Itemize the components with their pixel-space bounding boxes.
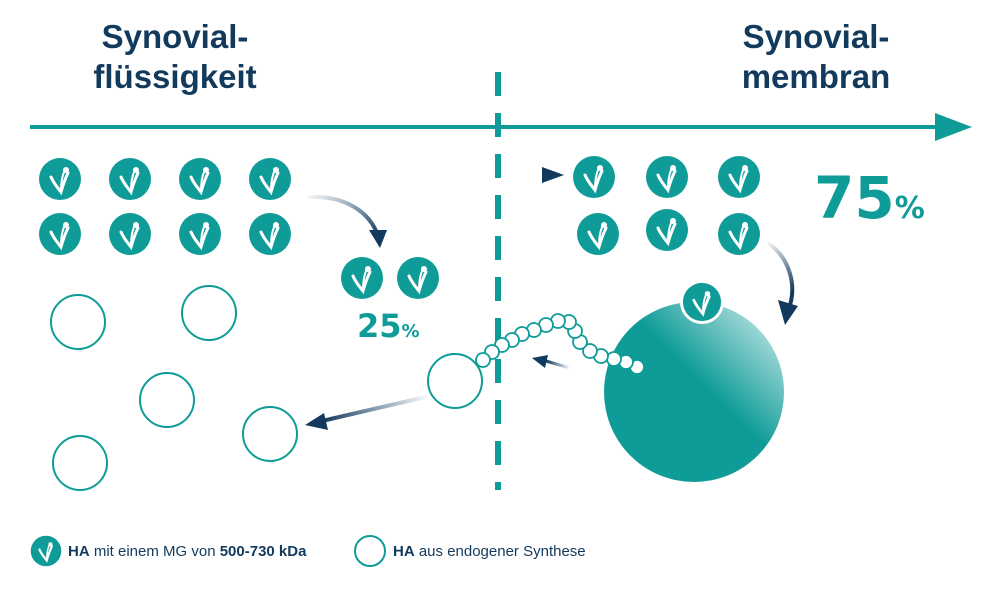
- membrane-percentage-value: 75: [814, 164, 895, 232]
- hollow-ring-icon: [181, 285, 237, 341]
- leaf-badge-icon: [248, 157, 292, 201]
- leaf-badge-icon: [645, 155, 689, 199]
- fluid-header-line1: Synovial-: [101, 18, 249, 55]
- legend-item2-text: aus endogener Synthese: [414, 542, 586, 560]
- fluid-percentage: 25%: [357, 305, 420, 353]
- leaf-badge-icon: [340, 256, 384, 300]
- leaf-badge-icon: [38, 157, 82, 201]
- legend-leaf-icon: [30, 535, 62, 567]
- legend-item-exogenous: HA mit einem MG von 500-730 kDa: [68, 535, 306, 567]
- leaf-badge-icon: [717, 212, 761, 256]
- ha-chain: [475, 313, 645, 375]
- hollow-ring-icon: [50, 294, 106, 350]
- leaf-badge-icon: [248, 212, 292, 256]
- membrane-header: Synovial- membran: [706, 17, 926, 97]
- legend-item1-bold: HA: [68, 542, 90, 560]
- legend-item1-value: 500-730 kDa: [219, 542, 307, 560]
- fluid-header: Synovial- flüssigkeit: [70, 17, 280, 97]
- legend-item2-bold: HA: [393, 542, 415, 560]
- release-arrow-left: [305, 394, 431, 430]
- legend-ring-icon: [354, 535, 386, 567]
- leaf-badge-icon: [645, 208, 689, 252]
- hollow-ring-icon: [52, 435, 108, 491]
- hollow-ring-icon: [139, 372, 195, 428]
- fluid-header-line2: flüssigkeit: [93, 58, 257, 95]
- leaf-badge-icon: [572, 155, 616, 199]
- membrane-percentage-symbol: %: [894, 191, 925, 226]
- curved-arrow-to-cell: [766, 241, 798, 325]
- synoviocyte-cell: [604, 280, 784, 482]
- leaf-badge-icon: [178, 157, 222, 201]
- membrane-percentage: 75%: [814, 160, 925, 247]
- transfer-arrow-right: [308, 167, 564, 183]
- leaf-badge-icon: [717, 155, 761, 199]
- membrane-header-line1: Synovial-: [742, 18, 890, 55]
- ha-endogenous-group: [50, 285, 483, 491]
- leaf-badge-icon: [682, 282, 722, 322]
- ha-exogenous-group-membrane: [572, 155, 761, 256]
- leaf-badge-icon: [396, 256, 440, 300]
- legend-item-endogenous: HA aus endogener Synthese: [393, 535, 586, 567]
- axis-arrow: [30, 113, 972, 141]
- curved-arrow-to-25: [307, 194, 387, 248]
- hollow-ring-icon: [427, 353, 483, 409]
- leaf-badge-icon: [108, 212, 152, 256]
- ha-exogenous-group-fluid: [38, 157, 292, 256]
- ha-exogenous-group-25: [340, 256, 440, 300]
- leaf-badge-icon: [178, 212, 222, 256]
- fluid-percentage-value: 25: [357, 307, 402, 345]
- leaf-badge-icon: [108, 157, 152, 201]
- hollow-ring-icon: [242, 406, 298, 462]
- leaf-badge-icon: [576, 212, 620, 256]
- legend-item1-text: mit einem MG von: [89, 542, 220, 560]
- leaf-badge-icon: [38, 212, 82, 256]
- fluid-percentage-symbol: %: [401, 321, 420, 342]
- back-arrow-left: [532, 355, 571, 370]
- membrane-header-line2: membran: [741, 58, 891, 95]
